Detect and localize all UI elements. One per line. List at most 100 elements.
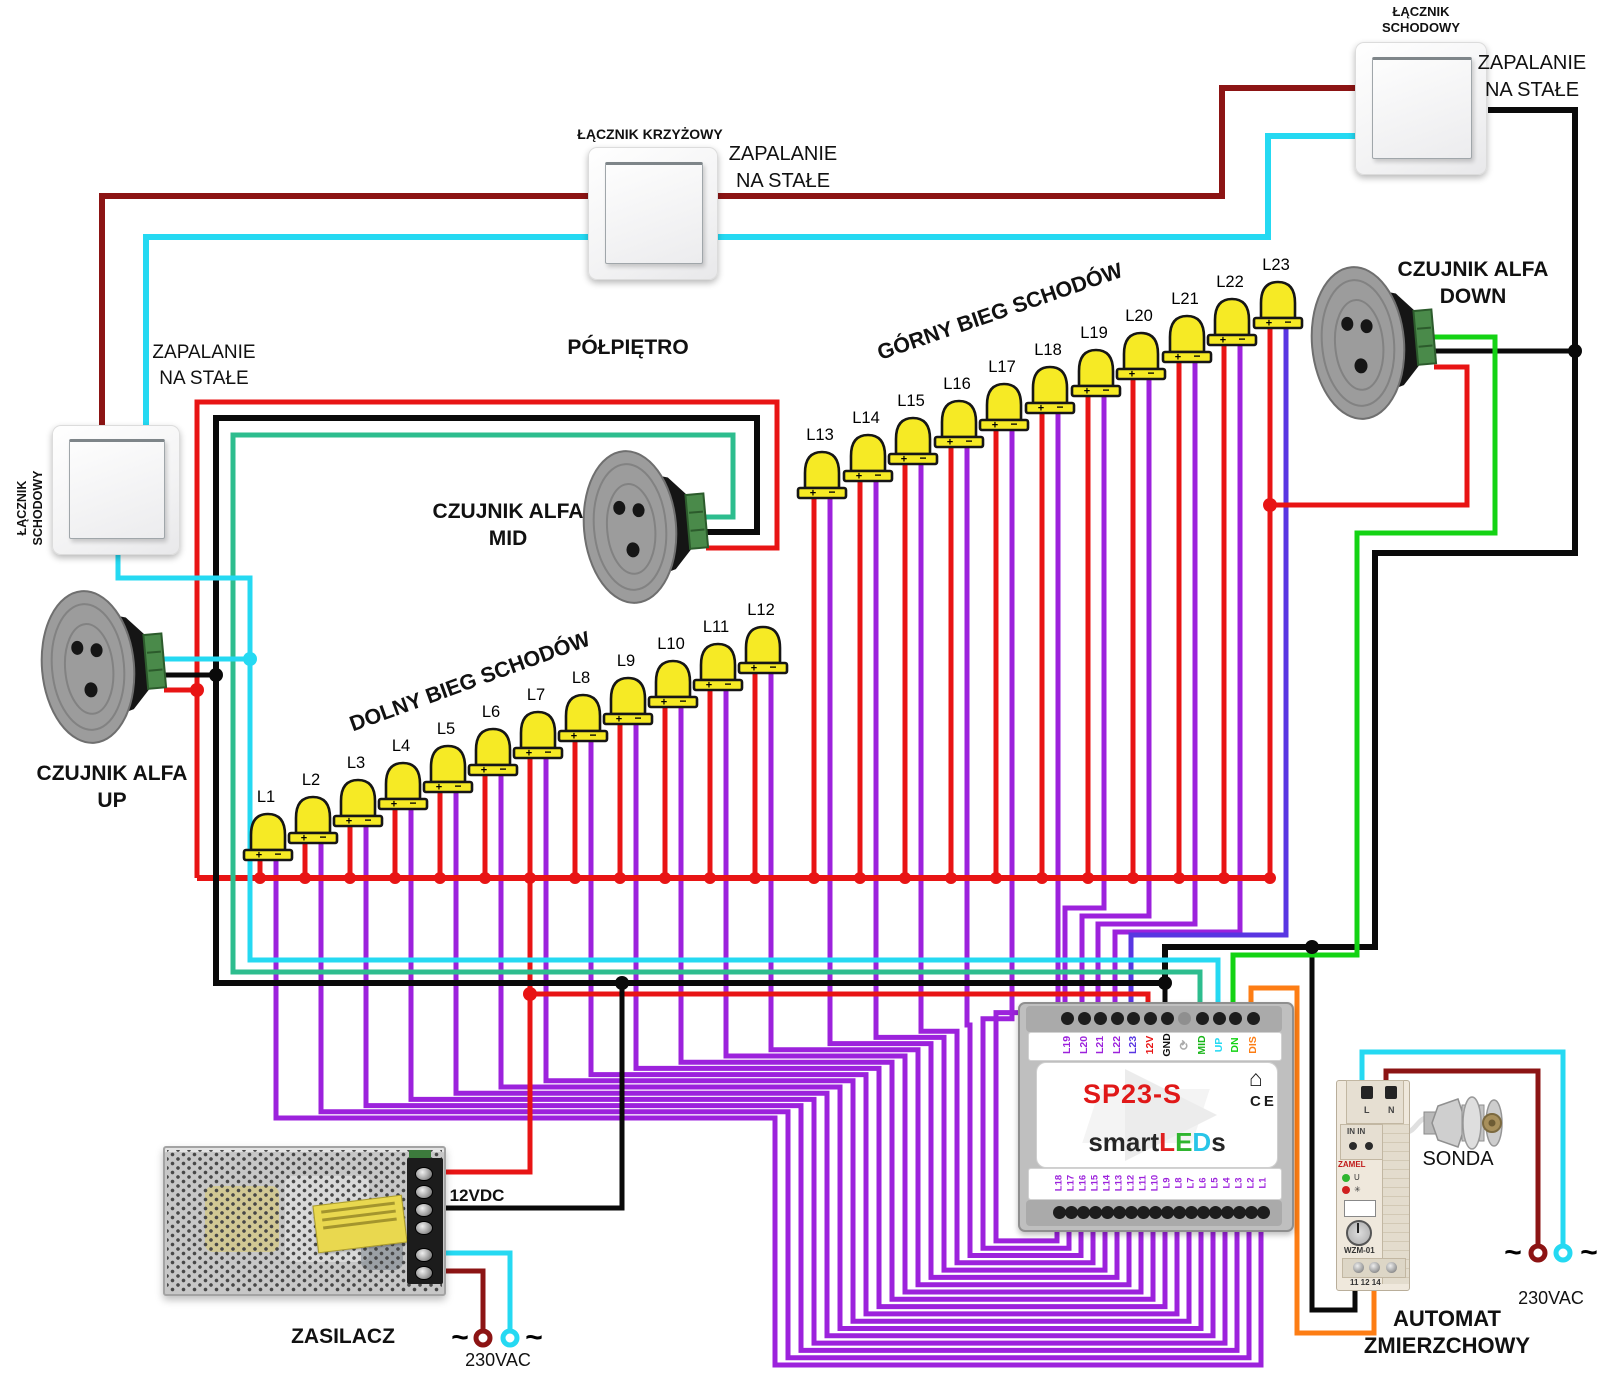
junction-dot: [254, 872, 266, 884]
switch-rocker: [1372, 56, 1472, 160]
led-L16: + − L16: [933, 375, 985, 449]
sensor-hole: [613, 500, 626, 515]
terminal-label-L8-bottom: L8: [1173, 1177, 1185, 1189]
lamp-icon: ✳: [1354, 1185, 1361, 1194]
svg-text:+: +: [616, 714, 622, 726]
wire-L2-minus: [318, 837, 1252, 1361]
svg-text:+: +: [947, 437, 953, 449]
wire-cyan-1: [143, 133, 1356, 430]
switch-lacznik-schodowy-right: [1355, 42, 1487, 175]
junction-dot: [615, 976, 629, 990]
led-label-L12: L12: [747, 601, 775, 619]
terminal-L19-top: [1060, 1012, 1074, 1025]
czujnik-alfa-down: [1310, 266, 1438, 420]
sensor-connector: [1412, 308, 1438, 366]
junction-dot: [1263, 498, 1277, 512]
terminal-label-GND: GND: [1161, 1033, 1173, 1057]
ac-terminal-darkred: [473, 1328, 493, 1348]
terminal-L22-top: [1110, 1012, 1124, 1025]
twilight-relay: L N IN IN ZAMEL U ✳ WZM-01 11 12 14: [1336, 1080, 1410, 1291]
wire-L5-minus: [453, 786, 1216, 1339]
svg-text:−: −: [544, 745, 551, 759]
terminal-label-UP: UP: [1213, 1037, 1225, 1053]
led-L11: + − L11: [692, 618, 744, 692]
terminal-label-L1-bottom: L1: [1257, 1177, 1269, 1189]
junction-dot: [1127, 872, 1139, 884]
terminal-label-L23: L23: [1127, 1035, 1139, 1055]
svg-text:−: −: [634, 711, 641, 725]
svg-text:+: +: [992, 420, 998, 432]
junction-dot: [479, 872, 491, 884]
ac-tilde: ~: [1580, 1236, 1598, 1269]
terminal-L23-top: [1126, 1012, 1140, 1025]
wire-red-5: [420, 994, 533, 1175]
junction-dot: [1173, 872, 1185, 884]
terminal-DN-top: [1228, 1012, 1242, 1025]
terminal-label-L10-bottom: L10: [1149, 1174, 1161, 1192]
switch-lacznik-krzyzowy: [588, 147, 718, 280]
switch-lacznik-schodowy-left: [52, 425, 180, 555]
terminal-label-L3-bottom: L3: [1233, 1177, 1245, 1189]
controller-top-label-strip: [1028, 1032, 1282, 1061]
led-label-L21: L21: [1171, 290, 1199, 308]
label-12vdc: 12VDC: [449, 1186, 505, 1205]
relay-front-panel: ZAMEL U ✳ WZM-01: [1338, 1160, 1380, 1260]
ac-tilde: ~: [451, 1321, 469, 1354]
svg-text:−: −: [769, 660, 776, 674]
terminal-L20-top: [1077, 1012, 1091, 1025]
psu-pcb-edge: [409, 1150, 431, 1159]
terminal-L7-bottom: [1184, 1206, 1198, 1219]
junction-dot: [808, 872, 820, 884]
led-L22: + − L22: [1206, 273, 1258, 347]
svg-text:+: +: [1266, 318, 1272, 330]
led-label-L2: L2: [302, 771, 320, 789]
relay-bottom-terminals: [1342, 1258, 1406, 1278]
wire-L16-minus: [964, 441, 1084, 1258]
terminal-label-L6-bottom: L6: [1197, 1177, 1209, 1189]
junction-dot: [524, 872, 536, 884]
power-supply: [163, 1146, 446, 1296]
psu-screw: [416, 1204, 432, 1216]
terminal-label-L22: L22: [1111, 1035, 1123, 1055]
svg-text:+: +: [751, 663, 757, 675]
led-L3: + − L3: [332, 754, 384, 828]
red-led: [1342, 1186, 1350, 1194]
switch-rocker: [604, 161, 704, 265]
terminal-L6-bottom: [1196, 1206, 1210, 1219]
terminal-label-12V: 12V: [1144, 1035, 1156, 1055]
sensor-connector: [142, 632, 168, 690]
wire-red-6: [1270, 364, 1470, 508]
adjust-dial: [1346, 1220, 1372, 1246]
house-icon: ⌂: [1249, 1065, 1263, 1091]
junction-dot: [434, 872, 446, 884]
svg-text:+: +: [1175, 352, 1181, 364]
terminal-L2-bottom: [1244, 1206, 1258, 1219]
svg-text:+: +: [436, 782, 442, 794]
terminal-L21-top: [1093, 1012, 1107, 1025]
svg-text:+: +: [301, 833, 307, 845]
psu-screw: [416, 1168, 432, 1180]
svg-text:+: +: [256, 850, 262, 862]
junction-dot: [190, 683, 204, 697]
junction-dot: [614, 872, 626, 884]
in-port: [1349, 1142, 1357, 1150]
controller-model: SP23-S: [1083, 1079, 1183, 1109]
label-L: L: [1364, 1105, 1370, 1115]
sensor-hole: [1341, 316, 1354, 331]
led-label-L13: L13: [806, 426, 834, 444]
junction-dot: [1158, 976, 1172, 990]
junction-dot: [209, 668, 223, 682]
terminal-L8-bottom: [1172, 1206, 1186, 1219]
terminal-label-L20: L20: [1078, 1035, 1090, 1055]
terminal-label-L21: L21: [1094, 1035, 1106, 1055]
spec-table: [1344, 1200, 1376, 1217]
terminal-MID-top: [1195, 1012, 1209, 1025]
junction-dot: [749, 872, 761, 884]
bottom-terminal-numbers: 11 12 14: [1350, 1278, 1381, 1287]
terminal-label-L9-bottom: L9: [1161, 1177, 1173, 1189]
zamel-logo: ZAMEL: [1338, 1160, 1366, 1169]
svg-text:−: −: [274, 847, 281, 861]
junction-dot: [344, 872, 356, 884]
